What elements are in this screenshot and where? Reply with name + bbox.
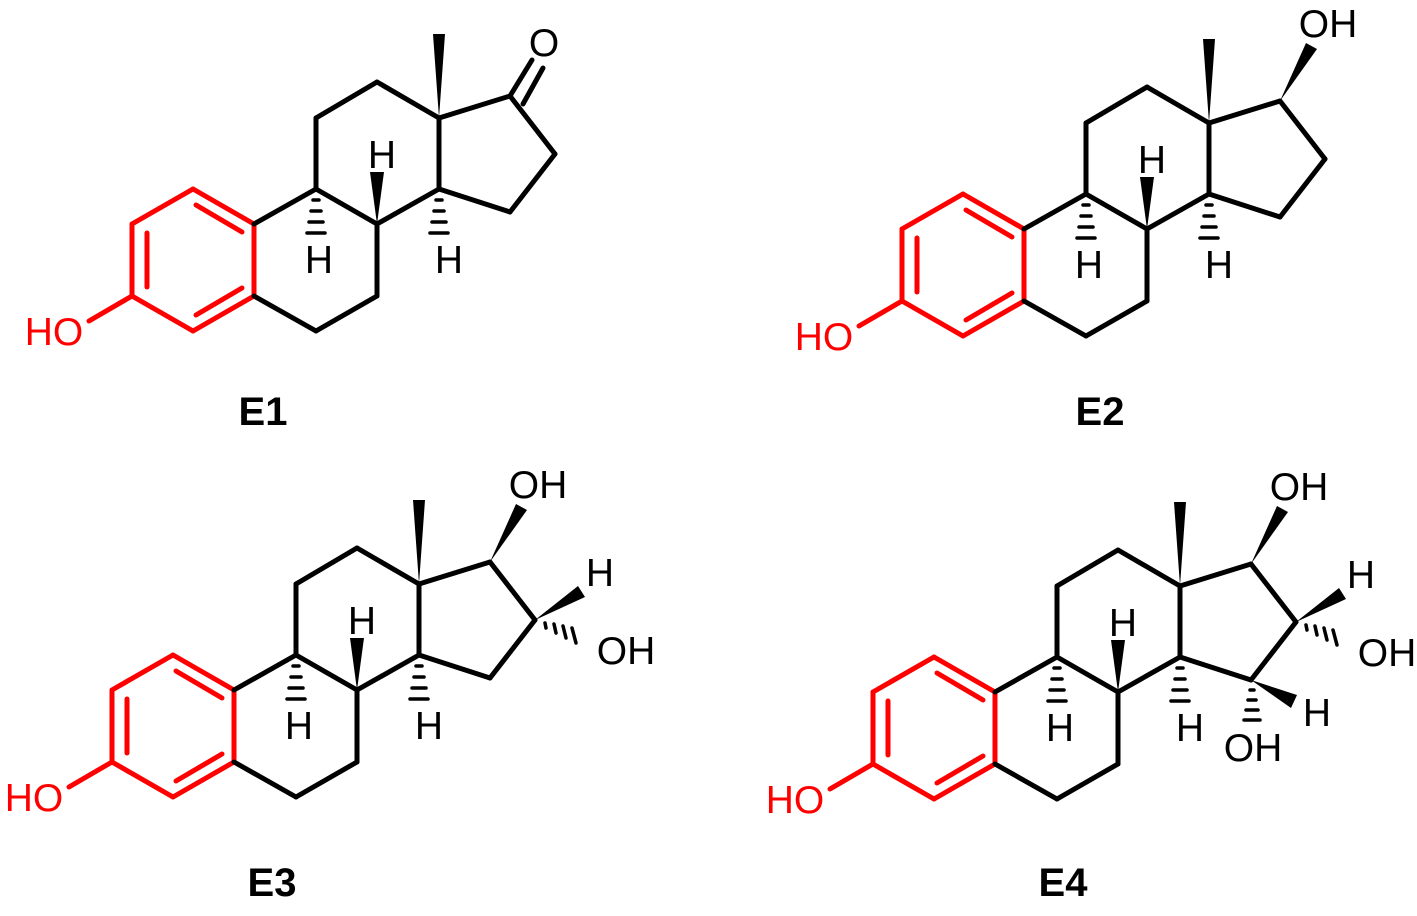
hydrogen-label-e1-14: H <box>435 239 463 282</box>
ketone-oxygen-label-e1: O <box>529 22 559 65</box>
hydrogen-label-e1-8: H <box>368 134 396 177</box>
hydroxyl-label-17-e2: OH <box>1299 3 1358 46</box>
wedge-bond-17-e4 <box>1251 506 1288 564</box>
hash-bond-16-e3 <box>543 621 578 645</box>
hydrogen-label-e2-8: H <box>1138 139 1166 182</box>
molecule-e4: OH H OH H OH H H H HO E4 <box>766 466 1417 905</box>
hydrogen-label-e3-9: H <box>285 705 313 748</box>
hydrogen-label-e4-9: H <box>1046 707 1074 750</box>
molecule-e1: O H H H HO E1 <box>25 22 559 434</box>
hydroxyl-label-17-e4: OH <box>1270 466 1329 509</box>
phenol-label-e4: HO <box>766 779 825 822</box>
hydrogen-label-e2-14: H <box>1205 244 1233 287</box>
wedge-bond-16-h-e3 <box>535 586 585 620</box>
phenol-label-e1: HO <box>25 311 84 354</box>
hydrogen-label-e3-14: H <box>415 705 443 748</box>
hydrogen-label-15-e4: H <box>1303 692 1331 735</box>
hydrogen-label-e4-8: H <box>1109 602 1137 645</box>
caption-e2: E2 <box>1076 390 1125 434</box>
steroid-core-e3 <box>69 500 535 797</box>
caption-e1: E1 <box>239 390 288 434</box>
phenol-label-e3: HO <box>5 777 64 820</box>
wedge-bond-16-h-e4 <box>1296 588 1346 622</box>
steroid-core-e2 <box>859 39 1325 336</box>
phenol-label-e2: HO <box>795 316 854 359</box>
molecule-e2: OH H H H HO E2 <box>795 3 1358 434</box>
hash-bond-15-e4 <box>1242 688 1262 722</box>
hydrogen-label-e1-9: H <box>305 239 333 282</box>
hydroxyl-label-16-e4: OH <box>1358 632 1417 675</box>
hydrogen-label-e3-8: H <box>348 600 376 643</box>
wedge-bond-17-e3 <box>490 504 527 562</box>
hydroxyl-label-15-e4: OH <box>1224 727 1283 770</box>
hydrogen-label-e4-14: H <box>1176 707 1204 750</box>
molecule-e3: OH H OH H H H HO E3 <box>5 464 656 905</box>
hydroxyl-label-17-e3: OH <box>509 464 568 507</box>
ketone-bond-e1 <box>507 57 546 107</box>
wedge-bond-15-h-e4 <box>1251 680 1297 708</box>
hydroxyl-label-16-e3: OH <box>597 630 656 673</box>
caption-e4: E4 <box>1039 861 1089 905</box>
steroid-core-e1 <box>89 34 555 331</box>
hydrogen-label-16-e4: H <box>1347 554 1375 597</box>
hydrogen-label-16-e3: H <box>586 552 614 595</box>
hydrogen-label-e2-9: H <box>1075 244 1103 287</box>
wedge-bond-17-e2 <box>1280 43 1317 101</box>
caption-e3: E3 <box>248 861 297 905</box>
hash-bond-16-e4 <box>1304 623 1339 647</box>
